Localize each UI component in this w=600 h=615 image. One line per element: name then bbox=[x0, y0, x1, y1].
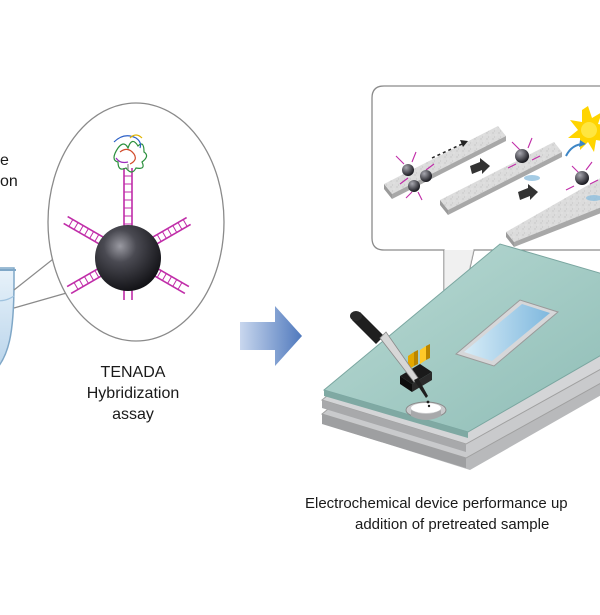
magnetic-bead bbox=[63, 168, 192, 300]
tenada-label-line-2: Hybridization bbox=[86, 385, 180, 402]
electrochemical-device bbox=[320, 243, 600, 470]
electrode-strip-1 bbox=[384, 126, 506, 199]
sun-signal-icon bbox=[565, 106, 600, 157]
pipette-icon bbox=[350, 311, 431, 408]
tenada-label-line-1: TENADA bbox=[100, 364, 166, 381]
microfluidic-channel bbox=[454, 299, 560, 367]
electrode-strips bbox=[384, 126, 600, 247]
strip-beads bbox=[395, 137, 600, 201]
electrode-strip-3 bbox=[506, 178, 600, 247]
sample-well bbox=[405, 401, 447, 420]
tenada-label-line-3: assay bbox=[112, 406, 154, 423]
device-caption-line-2: addition of pretreated sample bbox=[355, 516, 550, 533]
step-arrows bbox=[470, 158, 538, 200]
dashed-arrow bbox=[431, 140, 468, 159]
magnet-icon bbox=[400, 344, 432, 392]
process-arrow bbox=[240, 306, 302, 366]
protein-icon bbox=[113, 134, 148, 173]
beaker bbox=[0, 267, 16, 366]
device-caption-line-1: Electrochemical device performance up bbox=[305, 495, 568, 512]
electrode-strip-2 bbox=[440, 142, 562, 215]
left-label-partial-2: on bbox=[0, 173, 18, 190]
left-label-partial-1: e bbox=[0, 152, 9, 169]
